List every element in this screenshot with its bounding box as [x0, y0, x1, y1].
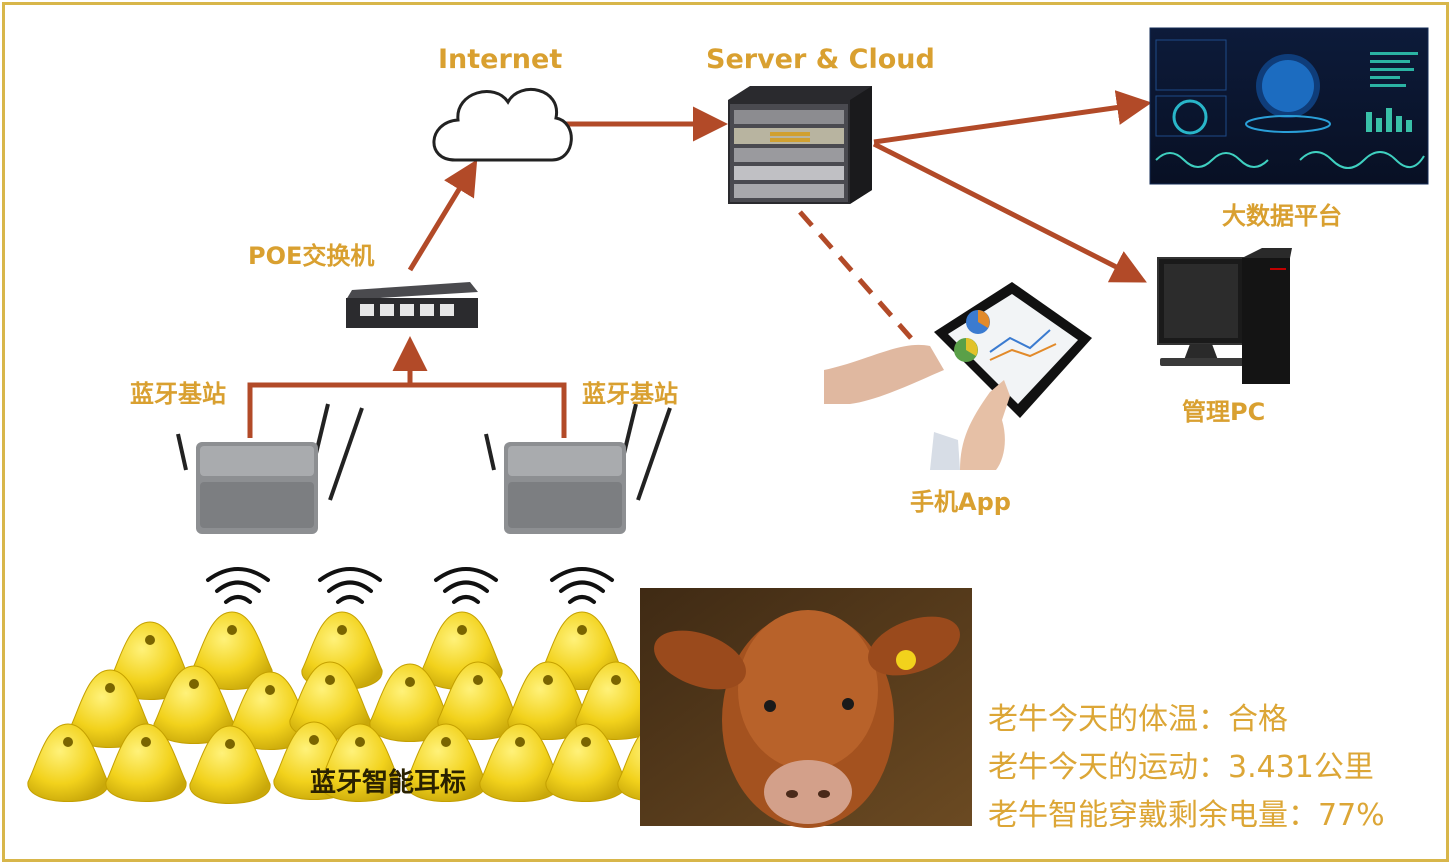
- poe-label: POE交换机: [248, 242, 375, 270]
- ear-tag-icon: [229, 671, 311, 750]
- ear-tag-icon: [105, 723, 187, 802]
- ear-tag-icon: [437, 661, 519, 740]
- ear-tag-icon: [479, 723, 561, 802]
- stat-movement: 老牛今天的运动：3.431公里: [988, 750, 1374, 785]
- ear-tag-icon: [191, 611, 273, 690]
- connections: [247, 90, 1152, 438]
- ear-tag-icon: [507, 661, 589, 740]
- ear-tag-icon: [405, 723, 487, 802]
- signal-icons: [206, 567, 614, 604]
- ear-tag-icon: [319, 723, 401, 802]
- ear-tag-icon: [545, 723, 627, 802]
- bigdata-dashboard-screen: [1149, 27, 1429, 185]
- stat-battery: 老牛智能穿戴剩余电量：77%: [988, 798, 1385, 833]
- eartag-label: 蓝牙智能耳标: [310, 768, 467, 798]
- pc-label: 管理PC: [1182, 398, 1266, 426]
- ear-tag-icon: [69, 669, 151, 748]
- arrow-server-to-pc: [872, 141, 1147, 283]
- ear-tag-icon: [189, 725, 271, 804]
- app-label: 手机App: [910, 488, 1011, 516]
- ear-tag-cluster: [27, 611, 699, 804]
- dashed-server-to-app: [798, 210, 920, 348]
- pc-icon: [1157, 248, 1292, 384]
- server-label: Server & Cloud: [706, 44, 935, 75]
- poe-switch-icon: [346, 282, 478, 328]
- bt-base-bus: [247, 382, 567, 438]
- tablet-icon: [824, 282, 1092, 470]
- bt-base-right-label: 蓝牙基站: [582, 380, 678, 408]
- ear-tag-icon: [109, 621, 191, 700]
- ear-tag-icon: [153, 665, 235, 744]
- arrow-server-to-bigdata: [873, 90, 1152, 145]
- bt-base-station-right: [484, 403, 672, 534]
- bigdata-label: 大数据平台: [1222, 202, 1342, 230]
- server-rack-icon: [728, 86, 872, 204]
- ear-tag-icon: [27, 723, 109, 802]
- ear-tag-icon: [369, 663, 451, 742]
- bt-base-station-left: [176, 403, 364, 534]
- arrow-poe-to-internet: [407, 159, 478, 272]
- stat-temperature: 老牛今天的体温：合格: [988, 702, 1288, 737]
- cow-photo: [640, 588, 972, 828]
- cloud-icon: [432, 87, 573, 162]
- bt-base-left-label: 蓝牙基站: [130, 380, 226, 408]
- internet-label: Internet: [438, 44, 563, 75]
